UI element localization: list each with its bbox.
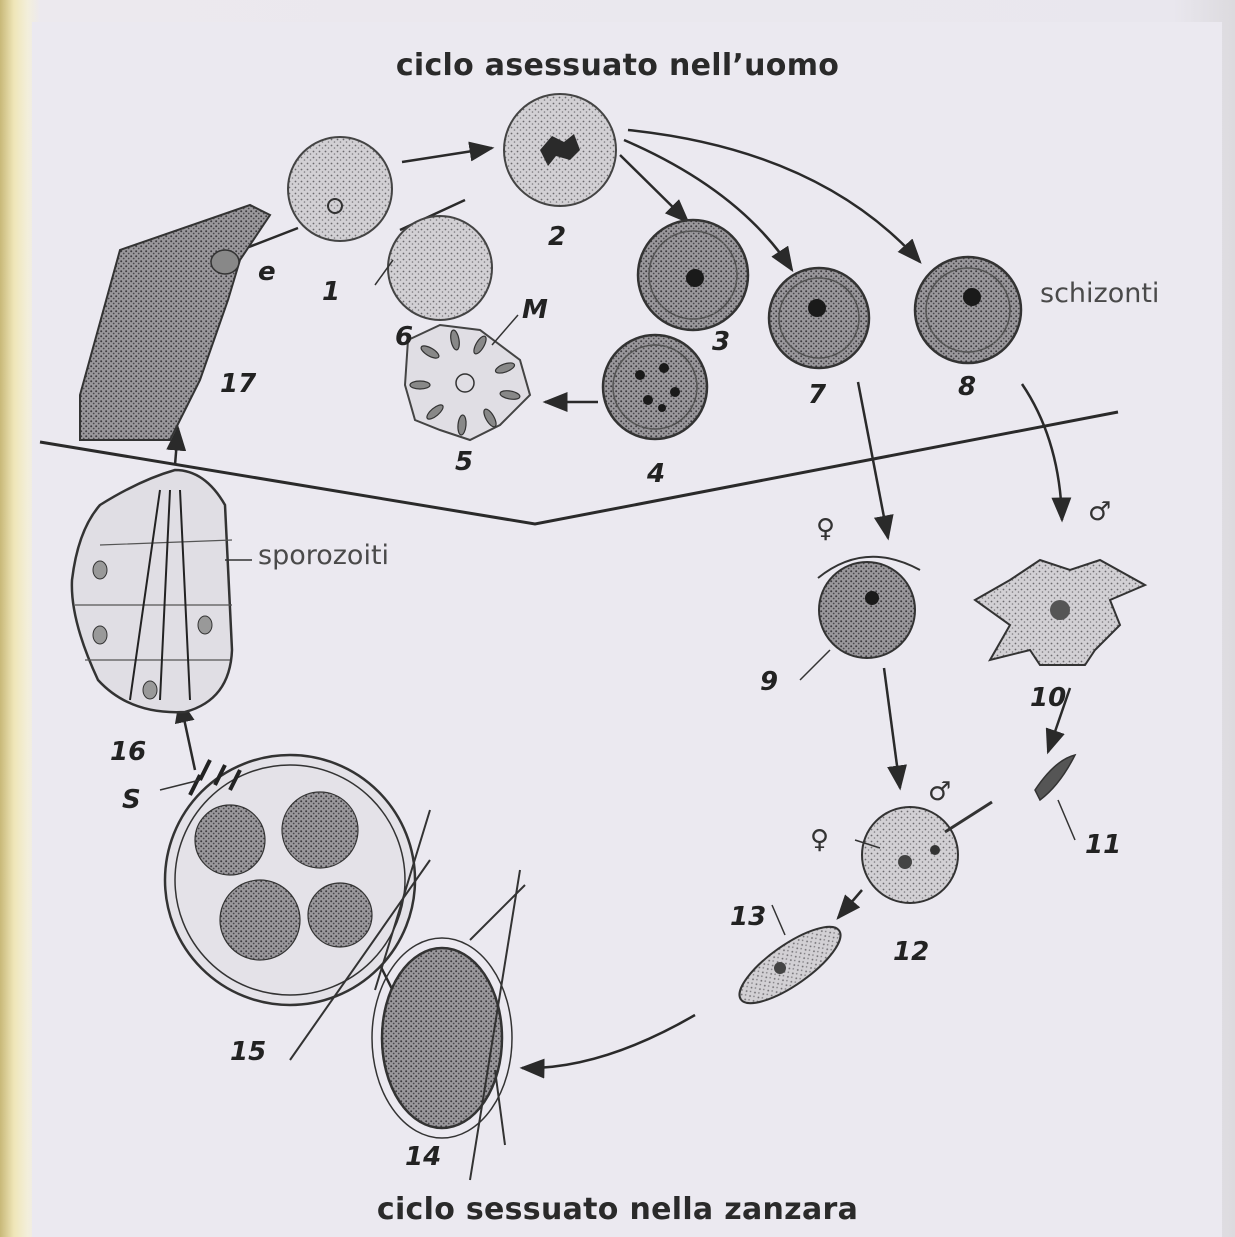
arrow-16-to-17: [175, 428, 178, 465]
stage-number-9: 9: [760, 667, 778, 697]
marker-e: e: [258, 257, 276, 287]
stage-number-8: 8: [958, 372, 976, 402]
stage-9-female-gametocyte: [818, 557, 920, 658]
marker-S: S: [122, 785, 141, 815]
stage-number-4: 4: [646, 459, 665, 489]
stage-6-cell: [388, 216, 492, 320]
stage-10-male-gametocyte: [975, 560, 1145, 665]
stage-7-schizont: [769, 268, 869, 368]
female-symbol-9: ♀: [816, 514, 835, 544]
pointer-M: [492, 315, 518, 345]
stage-2-cell: [504, 94, 616, 206]
marker-M: M: [522, 295, 548, 325]
stage-4-schizont: [603, 335, 707, 439]
stage-number-14: 14: [405, 1142, 441, 1172]
stage-number-5: 5: [455, 447, 473, 477]
stage-number-7: 7: [808, 380, 827, 410]
stage-number-10: 10: [1030, 683, 1066, 713]
stage-number-11: 11: [1085, 830, 1121, 860]
stage-number-12: 12: [893, 937, 929, 967]
arrow-12-to-13: [838, 890, 862, 918]
stage-number-15: 15: [230, 1037, 266, 1067]
pointer-9: [800, 650, 830, 680]
stage-number-13: 13: [730, 902, 766, 932]
arrow-1-to-2: [402, 148, 492, 162]
stage-16-salivary-gland: [72, 470, 252, 712]
male-symbol-12: ♂: [928, 777, 951, 807]
stage-number-1: 1: [322, 277, 340, 307]
female-symbol-12: ♀: [810, 825, 829, 855]
stage-number-17: 17: [220, 369, 257, 399]
stage-11-microgamete: [1035, 755, 1075, 800]
arrow-13-to-14: [522, 1015, 695, 1068]
arrow-2-to-3: [620, 155, 688, 222]
stage-17-liver-cell: [80, 205, 270, 440]
pointer-11: [1058, 800, 1075, 840]
stage-5-rupture: [405, 325, 530, 440]
stage-number-6: 6: [395, 322, 413, 352]
male-symbol-10: ♂: [1088, 497, 1111, 527]
stage-number-3: 3: [712, 327, 730, 357]
arrow-8-to-10: [1022, 384, 1062, 520]
pointer-13: [772, 905, 785, 935]
stage-number-16: 16: [110, 737, 146, 767]
stage-3-schizont: [638, 220, 748, 330]
stage-8-schizont: [915, 257, 1021, 363]
arrow-9-to-12: [884, 668, 900, 788]
stage-number-2: 2: [548, 222, 566, 252]
stage-12-zygote: [862, 802, 992, 903]
stage-1-cell: [288, 137, 392, 241]
